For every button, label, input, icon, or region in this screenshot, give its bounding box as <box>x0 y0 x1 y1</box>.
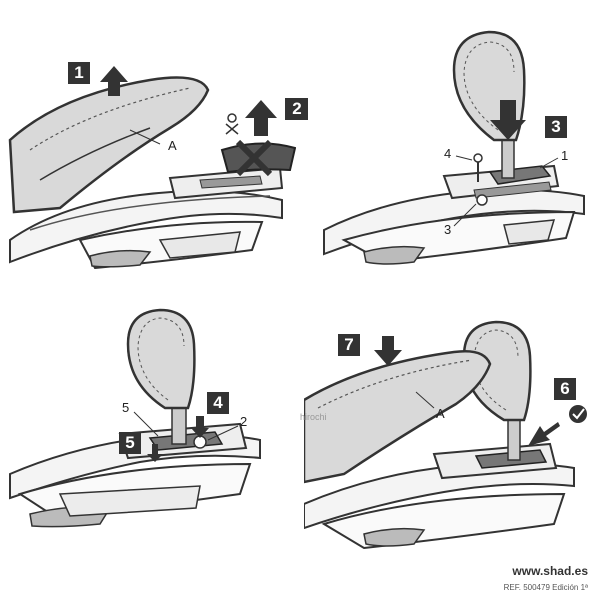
cross-icon <box>235 139 273 177</box>
screw-icon <box>473 153 483 182</box>
screw-icon <box>225 113 239 135</box>
watermark: hirochi <box>300 412 327 422</box>
step-number-3: 3 <box>545 116 567 138</box>
step-panel-2: 3 4 1 3 <box>304 0 600 296</box>
scooter-rear-drawing <box>9 308 261 528</box>
arrow-up-icon <box>100 66 128 96</box>
reference-number: REF. 500479 Edición 1ª <box>503 583 588 592</box>
part-label-4: 4 <box>444 146 452 161</box>
step-panel-3: 4 5 5 2 <box>0 304 296 600</box>
step-number-5: 5 <box>119 432 141 454</box>
arrow-left-icon <box>528 422 560 446</box>
arrow-down-icon <box>374 336 402 366</box>
tail-light <box>89 249 152 268</box>
step-number-7: 7 <box>338 334 360 356</box>
arrow-down-icon <box>191 416 209 438</box>
step-number-2: 2 <box>286 98 308 120</box>
part-label-1: 1 <box>561 148 569 163</box>
part-label-3: 3 <box>444 222 452 237</box>
brand-url: www.shad.es <box>512 564 588 578</box>
step-panel-1: 1 A <box>0 0 296 296</box>
arrow-down-icon <box>490 100 526 140</box>
step-number-6: 6 <box>554 378 576 400</box>
part-label-a: A <box>168 138 177 153</box>
part-label-2: 2 <box>240 414 248 429</box>
step-number-4: 4 <box>207 392 229 414</box>
seat-a <box>304 350 492 484</box>
step-panel-4: 7 6 A <box>304 304 600 600</box>
part-label-5: 5 <box>122 400 130 415</box>
arrow-down-icon <box>147 444 163 462</box>
step-number-1: 1 <box>68 62 90 84</box>
scooter-rear-drawing <box>304 320 587 550</box>
backrest-pad <box>126 308 196 410</box>
arrow-up-icon <box>245 100 277 136</box>
check-icon <box>569 405 587 423</box>
part-label-a: A <box>436 406 445 421</box>
scooter-rear-drawing <box>8 66 296 270</box>
scooter-rear-drawing <box>323 30 585 265</box>
